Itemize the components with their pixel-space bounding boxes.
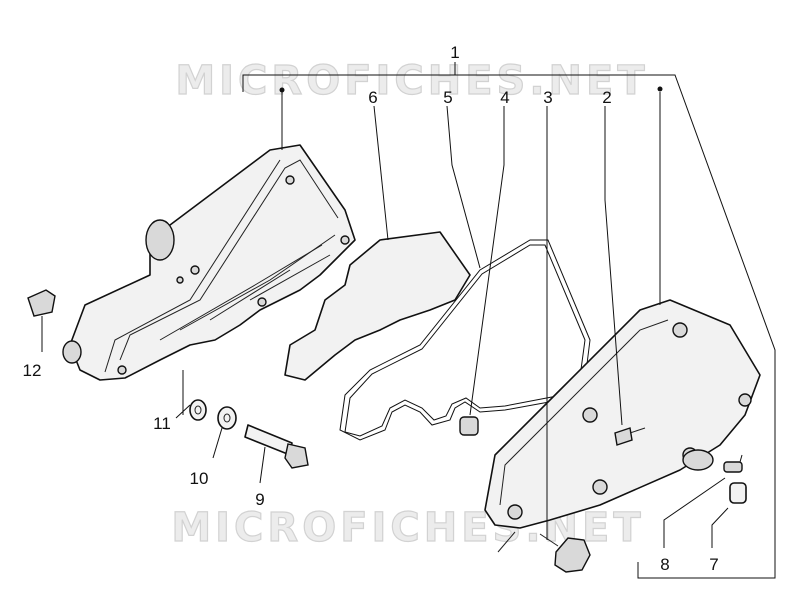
callout-4: 4 <box>500 88 509 107</box>
callout-8: 8 <box>660 555 669 574</box>
filter-element <box>284 231 471 381</box>
tube-clip <box>723 461 743 473</box>
assembly-bracket <box>242 62 776 579</box>
callout-11: 11 <box>153 414 171 433</box>
callout-12: 12 <box>23 361 42 380</box>
callout-6: 6 <box>368 88 377 107</box>
callout-2: 2 <box>602 88 611 107</box>
callout-10: 10 <box>190 469 209 488</box>
leader-lines <box>41 86 743 548</box>
callout-9: 9 <box>255 490 264 509</box>
grommet <box>459 416 479 436</box>
filter-housing-base <box>62 144 356 381</box>
callout-7: 7 <box>709 555 718 574</box>
filter-housing-cover <box>484 299 761 529</box>
screw <box>614 427 646 446</box>
gasket-seal <box>339 239 591 441</box>
lock-washer <box>217 406 237 430</box>
drain-cap <box>729 482 747 504</box>
watermark-top: MICROFICHES.NET <box>175 58 648 104</box>
drain-knob <box>497 531 591 573</box>
callout-5: 5 <box>443 88 452 107</box>
callout-3: 3 <box>543 88 552 107</box>
flat-washer <box>189 399 207 421</box>
clip-nut <box>27 289 56 317</box>
callout-1: 1 <box>450 43 459 62</box>
hex-bolt <box>244 424 309 469</box>
